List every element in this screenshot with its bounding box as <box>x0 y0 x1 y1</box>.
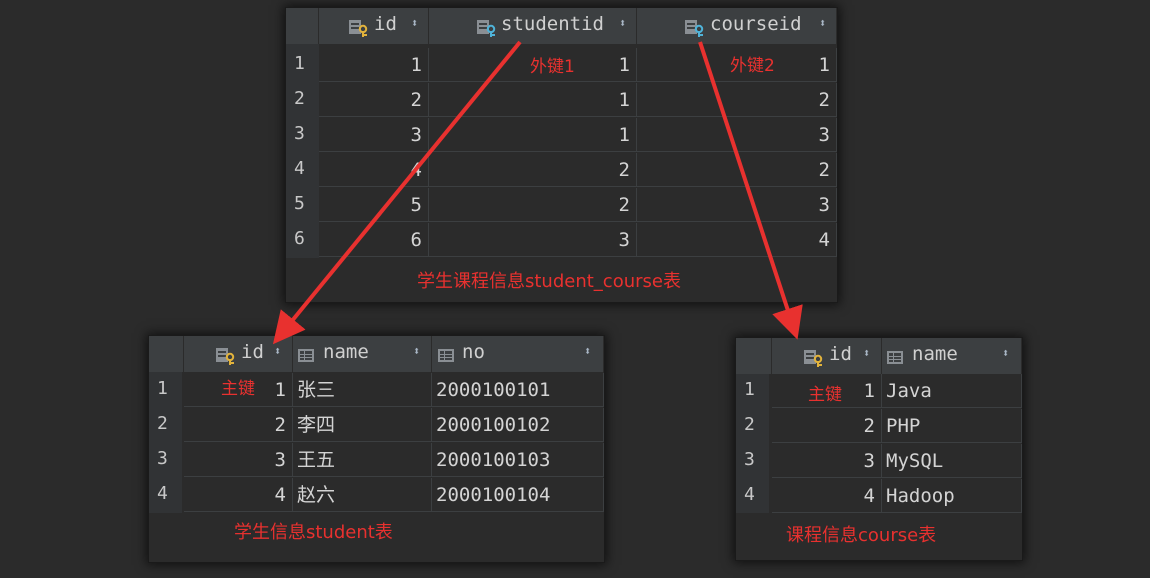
cell-no[interactable]: 2000100104 <box>432 478 604 512</box>
row-number: 2 <box>744 414 755 435</box>
student-course-caption: 学生课程信息student_course表 <box>417 271 681 292</box>
cell-id[interactable]: 3 <box>319 118 429 152</box>
cell-id[interactable]: 2 <box>772 409 882 443</box>
row-number: 4 <box>744 484 755 505</box>
row-number: 2 <box>294 88 305 109</box>
column-header-name[interactable]: name ⬍ <box>293 336 432 372</box>
sort-icon[interactable]: ⬍ <box>1002 346 1010 360</box>
column-header-label: studentid <box>501 13 604 35</box>
column-header-label: id <box>374 13 397 35</box>
cell-name[interactable]: PHP <box>882 409 1022 443</box>
column-icon <box>887 351 903 364</box>
sort-icon[interactable]: ⬍ <box>413 344 421 358</box>
course-caption: 课程信息course表 <box>786 525 937 546</box>
column-header-label: courseid <box>710 13 802 35</box>
column-header-label: name <box>323 341 369 363</box>
primary-key-icon <box>216 347 235 365</box>
column-header-name[interactable]: name ⬍ <box>882 338 1022 374</box>
column-header-courseid[interactable]: courseid ⬍ <box>637 8 837 44</box>
cell-studentid[interactable]: 1 <box>429 83 637 117</box>
column-icon <box>298 349 314 362</box>
sort-icon[interactable]: ⬍ <box>863 346 871 360</box>
row-number: 5 <box>294 193 305 214</box>
row-number: 4 <box>157 483 168 504</box>
row-number: 3 <box>744 449 755 470</box>
cell-studentid[interactable]: 1 <box>429 118 637 152</box>
cell-name[interactable]: 王五 <box>293 443 432 477</box>
cell-name[interactable]: Java <box>882 374 1022 408</box>
column-icon <box>438 349 454 362</box>
cell-name[interactable]: MySQL <box>882 444 1022 478</box>
cell-id[interactable]: 3 <box>772 444 882 478</box>
cell-studentid[interactable]: 3 <box>429 223 637 257</box>
cell-studentid[interactable]: 1 <box>429 48 637 82</box>
column-header-label: name <box>912 343 958 365</box>
foreign-key-icon <box>685 19 704 37</box>
cell-no[interactable]: 2000100102 <box>432 408 604 442</box>
foreign-key-1-note: 外键1 <box>530 57 575 77</box>
sort-icon[interactable]: ⬍ <box>274 344 282 358</box>
cell-no[interactable]: 2000100103 <box>432 443 604 477</box>
row-number: 1 <box>157 378 168 399</box>
sort-icon[interactable]: ⬍ <box>619 16 627 30</box>
cell-studentid[interactable]: 2 <box>429 153 637 187</box>
course-primary-key-note: 主键 <box>808 385 842 405</box>
student-caption: 学生信息student表 <box>234 522 393 543</box>
primary-key-icon <box>804 349 823 367</box>
student-primary-key-note: 主键 <box>221 379 255 399</box>
column-header-id[interactable]: id ⬍ <box>772 338 882 374</box>
course-table-panel: id ⬍ name ⬍ 1 1 Java 2 2 PHP 3 3 MySQL 4… <box>736 338 1022 560</box>
cell-name[interactable]: 赵六 <box>293 478 432 512</box>
header-corner <box>149 336 184 372</box>
cell-no[interactable]: 2000100101 <box>432 373 604 407</box>
row-number: 1 <box>744 379 755 400</box>
cell-id[interactable]: 1 <box>319 48 429 82</box>
cell-courseid[interactable]: 3 <box>637 188 837 222</box>
header-corner <box>286 8 319 44</box>
cell-courseid[interactable]: 3 <box>637 118 837 152</box>
sort-icon[interactable]: ⬍ <box>819 16 827 30</box>
cell-id[interactable]: 6 <box>319 223 429 257</box>
column-header-no[interactable]: no ⬍ <box>432 336 604 372</box>
row-number: 2 <box>157 413 168 434</box>
cell-name[interactable]: 张三 <box>293 373 432 407</box>
row-number: 1 <box>294 53 305 74</box>
column-header-label: id <box>241 341 264 363</box>
column-header-studentid[interactable]: studentid ⬍ <box>429 8 637 44</box>
row-number: 4 <box>294 158 305 179</box>
row-number: 6 <box>294 228 305 249</box>
cell-id[interactable]: 2 <box>184 408 293 442</box>
cell-name[interactable]: Hadoop <box>882 479 1022 513</box>
foreign-key-2-note: 外键2 <box>730 56 775 76</box>
sort-icon[interactable]: ⬍ <box>411 16 419 30</box>
cell-courseid[interactable]: 2 <box>637 83 837 117</box>
header-corner <box>736 338 772 374</box>
row-number: 3 <box>294 123 305 144</box>
cell-courseid[interactable]: 4 <box>637 223 837 257</box>
row-number: 3 <box>157 448 168 469</box>
column-header-label: id <box>829 343 852 365</box>
cell-courseid[interactable]: 2 <box>637 153 837 187</box>
foreign-key-icon <box>477 19 496 37</box>
cell-studentid[interactable]: 2 <box>429 188 637 222</box>
column-header-id[interactable]: id ⬍ <box>319 8 429 44</box>
cell-id[interactable]: 5 <box>319 188 429 222</box>
student-table-panel: id ⬍ name ⬍ no ⬍ 1 1 张三 2000100101 2 2 李… <box>149 336 604 562</box>
cell-id[interactable]: 1 <box>772 374 882 408</box>
column-header-label: no <box>462 341 485 363</box>
primary-key-icon <box>349 19 368 37</box>
cell-name[interactable]: 李四 <box>293 408 432 442</box>
cell-id[interactable]: 4 <box>772 479 882 513</box>
cell-id[interactable]: 1 <box>184 373 293 407</box>
sort-icon[interactable]: ⬍ <box>584 344 592 358</box>
cell-id[interactable]: 2 <box>319 83 429 117</box>
cell-id[interactable]: 4 <box>184 478 293 512</box>
cell-id[interactable]: 3 <box>184 443 293 477</box>
column-header-id[interactable]: id ⬍ <box>184 336 293 372</box>
cell-id[interactable]: 4 <box>319 153 429 187</box>
